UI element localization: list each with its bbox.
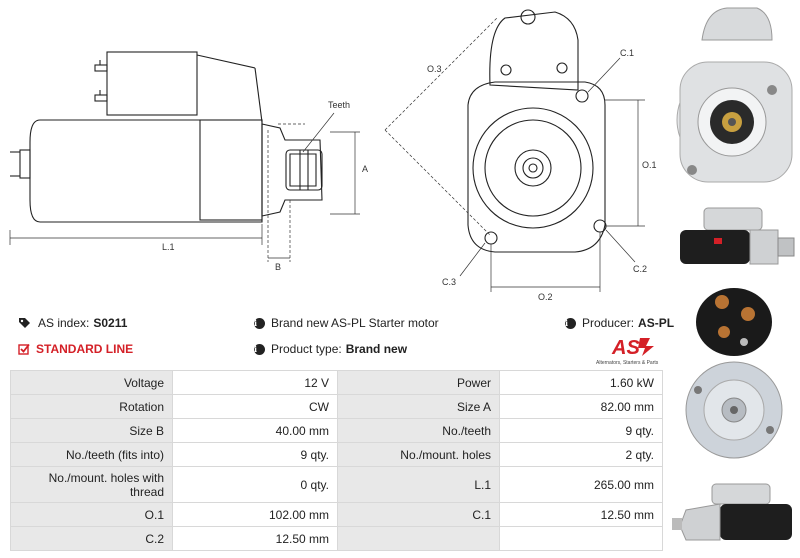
as-index-row: AS index: S0211 bbox=[18, 316, 127, 330]
photo-side-view bbox=[672, 200, 800, 280]
table-row: No./teeth (fits into)9 qty.No./mount. ho… bbox=[10, 442, 663, 467]
spec-label: No./mount. holes with thread bbox=[10, 466, 173, 503]
motor-body-outline bbox=[29, 119, 263, 223]
photo-rear-view bbox=[672, 360, 800, 460]
product-description: Brand new AS-PL Starter motor bbox=[271, 316, 439, 330]
dim-l1-label: L.1 bbox=[162, 242, 175, 252]
spec-value: 12.50 mm bbox=[172, 526, 338, 551]
spec-label: Power bbox=[337, 370, 500, 395]
spec-label: L.1 bbox=[337, 466, 500, 503]
photo-front-view bbox=[672, 0, 800, 200]
product-type-row: i Product type: Brand new bbox=[254, 342, 407, 356]
dim-c1-label: C.1 bbox=[620, 48, 634, 58]
spec-label: No./mount. holes bbox=[337, 442, 500, 467]
spec-label: Voltage bbox=[10, 370, 173, 395]
spec-label: No./teeth bbox=[337, 418, 500, 443]
standard-line-label: STANDARD LINE bbox=[36, 342, 134, 356]
spec-value: 40.00 mm bbox=[172, 418, 338, 443]
front-solenoid-outline bbox=[489, 11, 579, 91]
dim-a-label: A bbox=[362, 164, 368, 174]
spec-value: 12 V bbox=[172, 370, 338, 395]
spec-label: Rotation bbox=[10, 394, 173, 419]
as-logo: AS Alternators, Starters & Parts bbox=[596, 334, 666, 368]
description-row: i Brand new AS-PL Starter motor bbox=[254, 316, 439, 330]
as-logo-mark: AS Alternators, Starters & Parts bbox=[596, 337, 659, 366]
spec-label: O.1 bbox=[10, 502, 173, 527]
as-index-value: S0211 bbox=[93, 316, 128, 330]
dim-o3-label: O.3 bbox=[427, 64, 442, 74]
product-info: AS index: S0211 i Brand new AS-PL Starte… bbox=[0, 310, 674, 368]
spec-label bbox=[337, 526, 500, 551]
dim-b-label: B bbox=[275, 262, 281, 272]
spec-value: 102.00 mm bbox=[172, 502, 338, 527]
tags-icon bbox=[19, 318, 30, 328]
producer-row: i Producer: AS-PL bbox=[565, 316, 674, 330]
spec-value: 1.60 kW bbox=[499, 370, 663, 395]
checkbox-checked-icon bbox=[18, 343, 30, 355]
info-icon: i bbox=[565, 317, 576, 329]
spec-value bbox=[499, 526, 663, 551]
spec-label: C.1 bbox=[337, 502, 500, 527]
info-icon: i bbox=[254, 343, 265, 355]
info-icon: i bbox=[254, 317, 265, 329]
spec-value: CW bbox=[172, 394, 338, 419]
starter-technical-drawing: Teeth A B L.1 bbox=[9, 9, 657, 302]
spec-label: Size A bbox=[337, 394, 500, 419]
teeth-label: Teeth bbox=[328, 100, 350, 110]
dim-c3-label: C.3 bbox=[442, 277, 456, 287]
spec-value: 9 qty. bbox=[499, 418, 663, 443]
spec-value: 2 qty. bbox=[499, 442, 663, 467]
spec-value: 265.00 mm bbox=[499, 466, 663, 503]
product-photos bbox=[672, 0, 800, 558]
spec-label: Size B bbox=[10, 418, 173, 443]
producer-label: Producer: bbox=[582, 316, 635, 330]
product-type-label: Product type: bbox=[271, 342, 342, 356]
product-type-value: Brand new bbox=[345, 342, 408, 356]
spec-value: 0 qty. bbox=[172, 466, 338, 503]
dim-o1-label: O.1 bbox=[642, 160, 657, 170]
spec-value: 12.50 mm bbox=[499, 502, 663, 527]
technical-drawing: Teeth A B L.1 bbox=[0, 0, 670, 305]
solenoid-outline bbox=[106, 51, 198, 116]
spec-value: 9 qty. bbox=[172, 442, 338, 467]
logo-tagline: Alternators, Starters & Parts bbox=[596, 360, 659, 366]
spec-value: 82.00 mm bbox=[499, 394, 663, 419]
producer-value: AS-PL bbox=[638, 316, 675, 330]
standard-line-row: STANDARD LINE bbox=[18, 342, 133, 356]
photo-angled-view bbox=[672, 470, 800, 558]
logo-mark-text: AS bbox=[611, 337, 640, 359]
dim-o2-label: O.2 bbox=[538, 292, 553, 302]
dim-c2-label: C.2 bbox=[633, 264, 647, 274]
spec-label: C.2 bbox=[10, 526, 173, 551]
photo-solenoid-terminals bbox=[672, 280, 800, 360]
spec-label: No./teeth (fits into) bbox=[10, 442, 173, 467]
as-index-label: AS index: bbox=[38, 316, 90, 330]
